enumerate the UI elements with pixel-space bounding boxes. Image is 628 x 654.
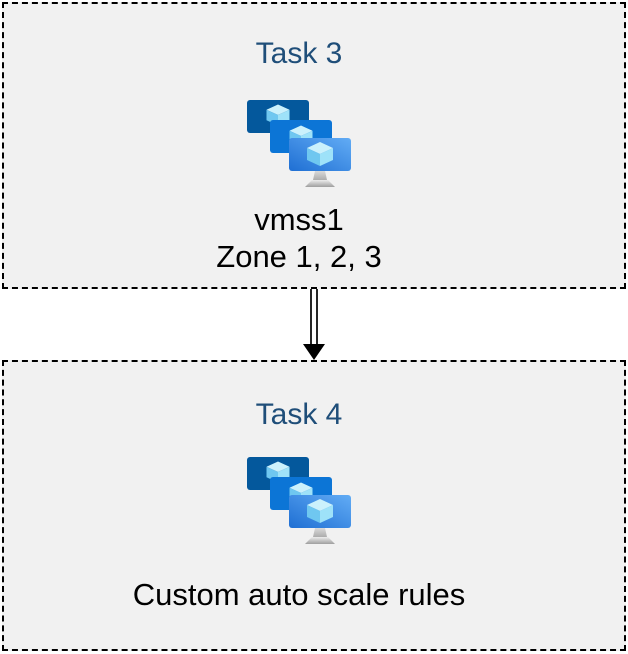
vmss-icon — [247, 457, 351, 544]
vmss-name-label: vmss1 — [254, 202, 344, 237]
task3-title: Task 3 — [255, 37, 343, 70]
task3-labels: vmss1 Zone 1, 2, 3 — [216, 201, 381, 275]
connector-arrow — [303, 289, 325, 360]
vmss-icon — [247, 100, 351, 187]
arrowhead-down-icon — [303, 344, 325, 360]
task4-content: Task 4 Custom auto scale rules — [0, 362, 609, 649]
task4-title: Task 4 — [255, 398, 343, 431]
task4-box: Task 4 Custom auto scale rules — [2, 360, 626, 651]
task3-box: Task 3 vmss1 Zone 1, 2, 3 — [2, 2, 626, 289]
task4-labels: Custom auto scale rules — [133, 576, 466, 613]
autoscale-label: Custom auto scale rules — [132, 577, 466, 612]
zones-label: Zone 1, 2, 3 — [216, 239, 382, 274]
task3-content: Task 3 vmss1 Zone 1, 2, 3 — [0, 4, 609, 287]
